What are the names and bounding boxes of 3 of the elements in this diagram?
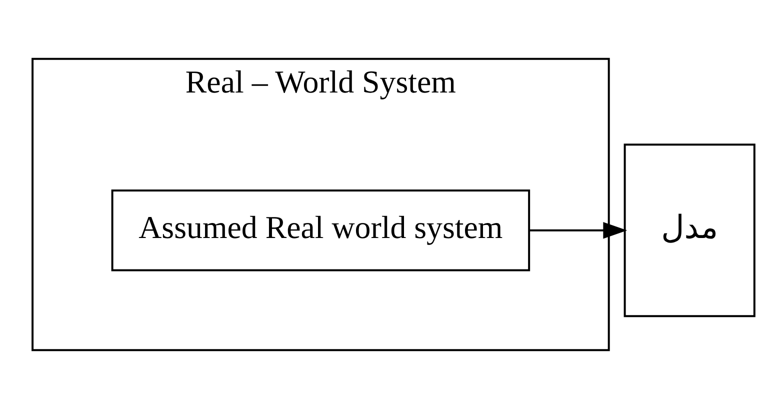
node-box: Assumed Real world system — [111, 189, 530, 271]
arrow — [529, 222, 628, 238]
node-box: مدل — [624, 143, 756, 317]
